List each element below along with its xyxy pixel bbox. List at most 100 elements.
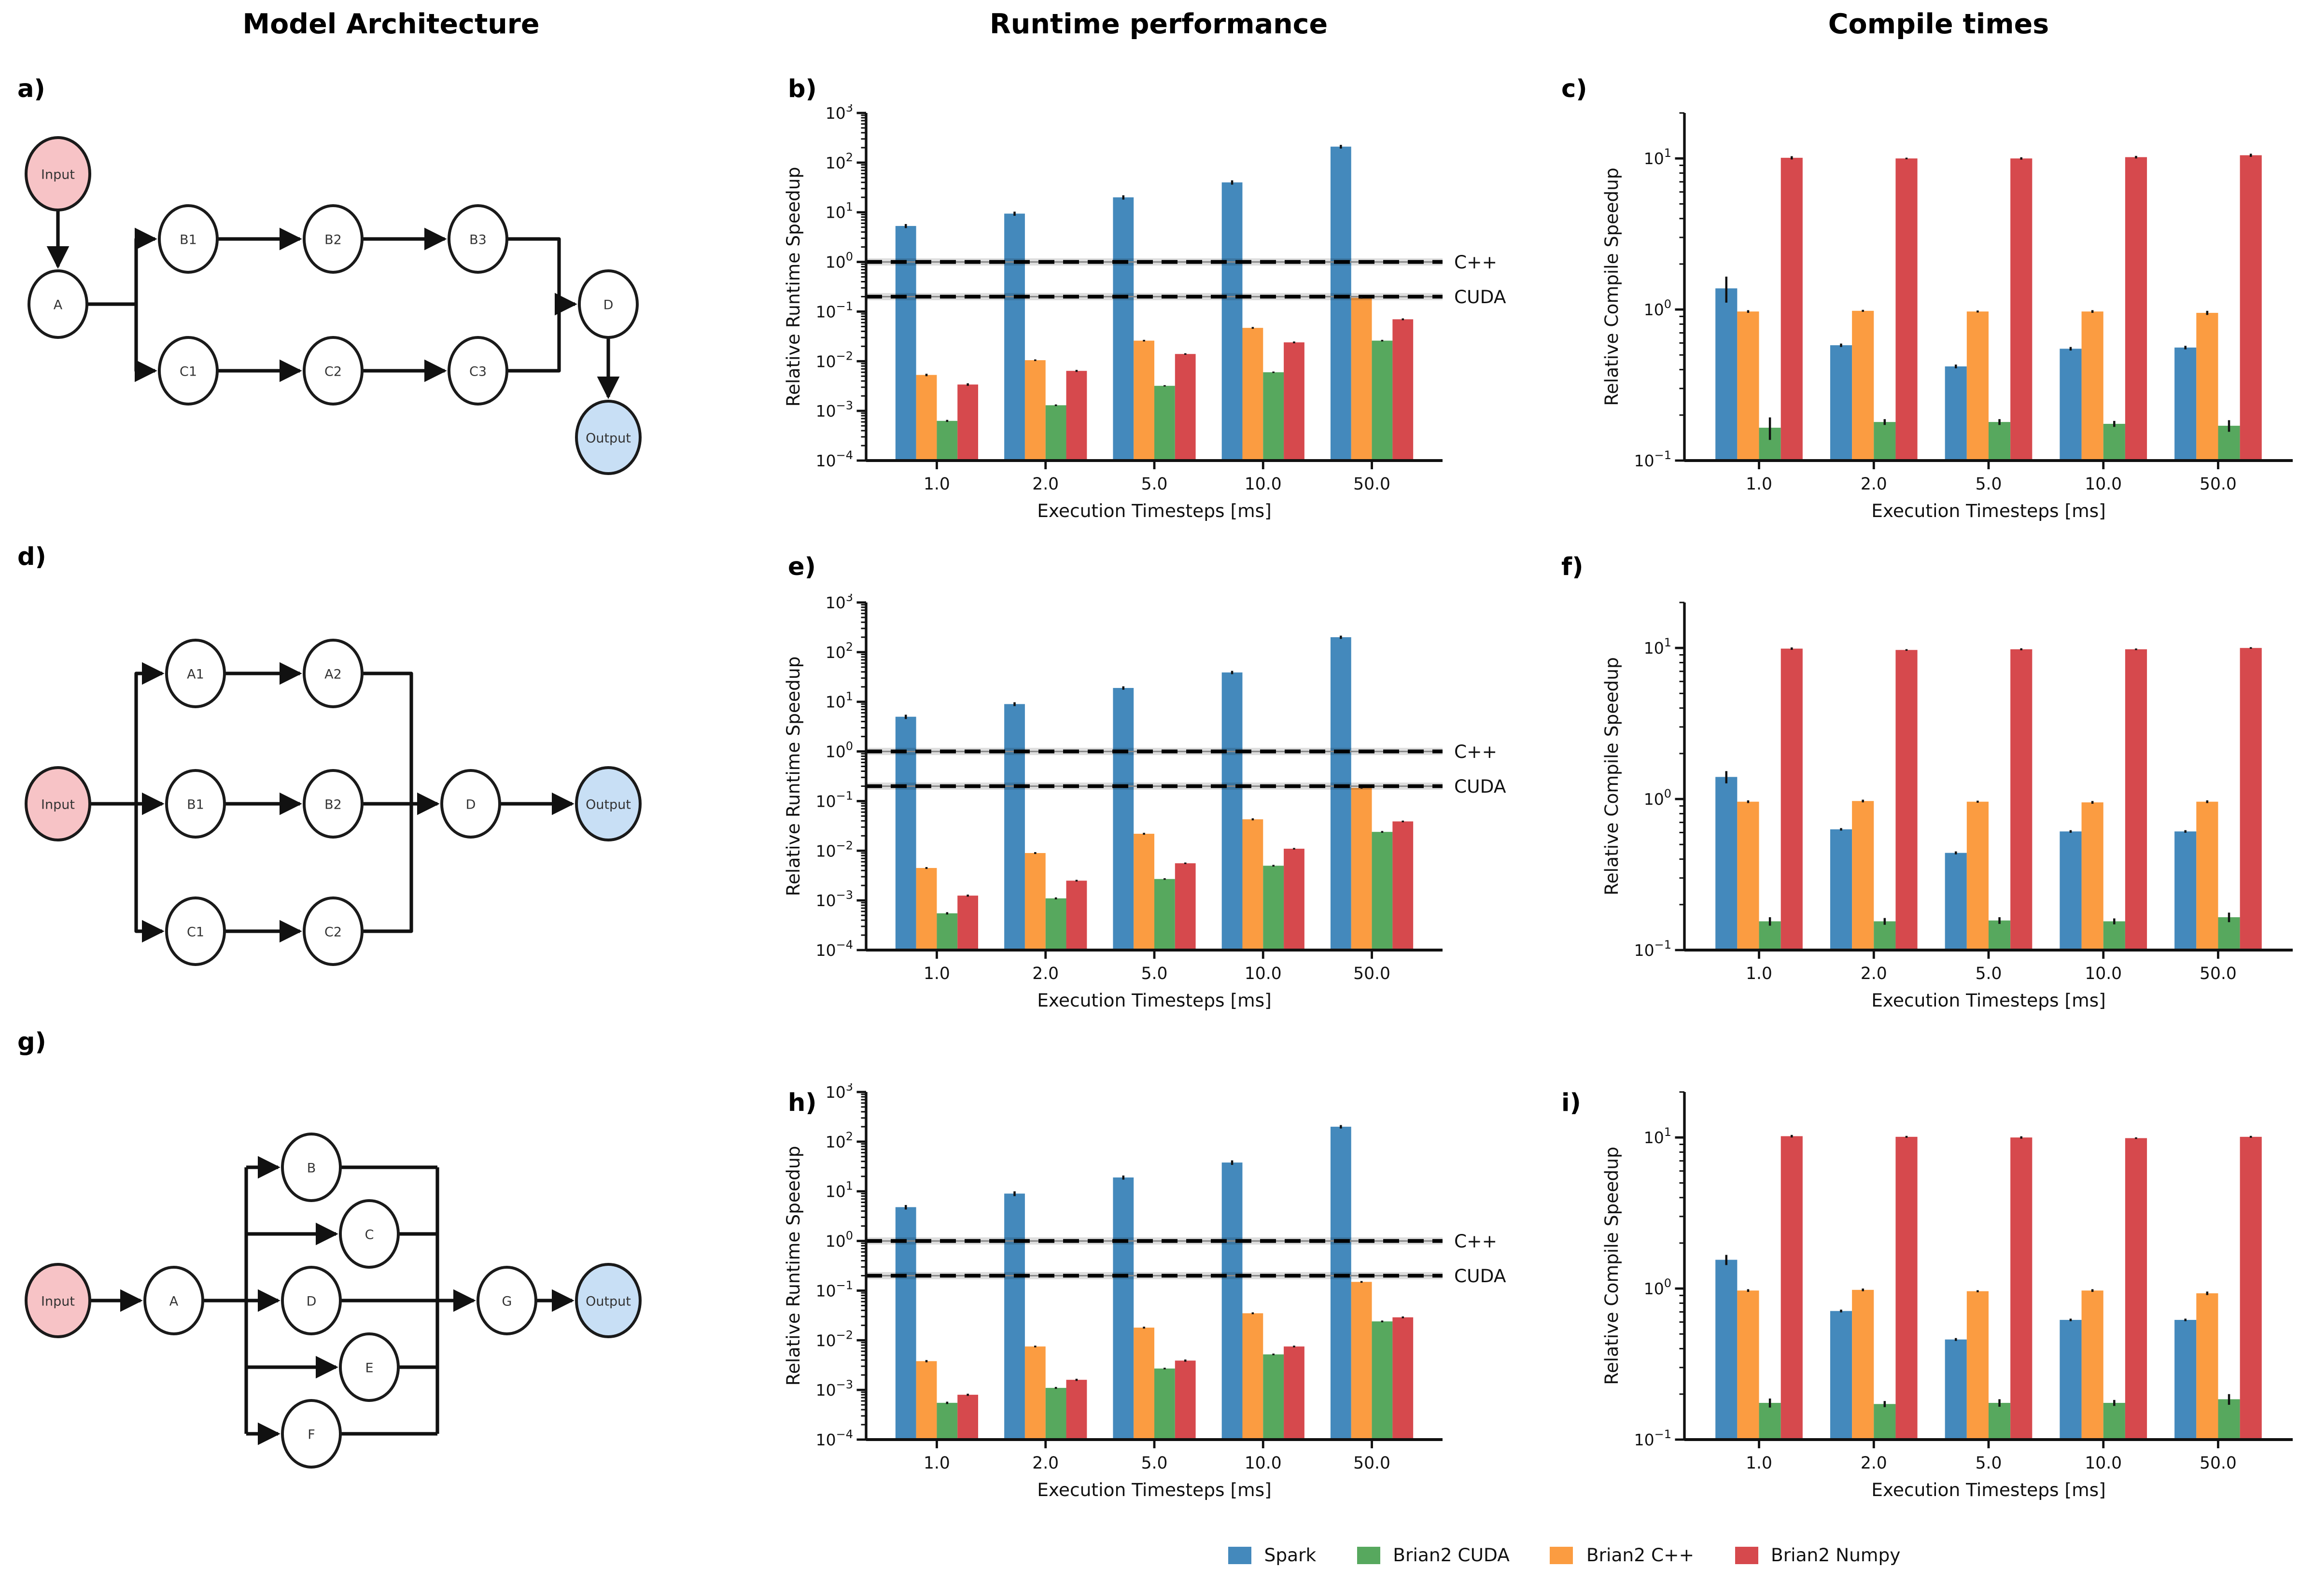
bar-brian2_numpy-2.0 — [1895, 650, 1918, 950]
y-tick-label: 10−3 — [816, 1378, 853, 1400]
panel-label-i: i) — [1561, 1089, 1581, 1118]
bar-spark-1.0 — [1715, 777, 1738, 950]
bar-brian2_cpp-10.0 — [1242, 1313, 1263, 1440]
y-tick-label: 103 — [826, 104, 853, 123]
y-tick-label: 10−4 — [816, 448, 853, 470]
bar-brian2_cuda-5.0 — [1989, 1402, 2011, 1440]
y-tick-label: 10−3 — [816, 399, 853, 420]
x-axis-label: Execution Timesteps [ms] — [1037, 1479, 1272, 1500]
y-tick-label: 101 — [1644, 636, 1671, 658]
legend-item-brian2-numpy: Brian2 Numpy — [1735, 1544, 1900, 1566]
x-tick-label: 1.0 — [924, 475, 950, 494]
x-tick-label: 10.0 — [2085, 964, 2122, 983]
node-g — [477, 1266, 537, 1335]
node-label: Input — [41, 1294, 75, 1309]
y-tick-label: 101 — [826, 1179, 853, 1201]
y-tick-label: 10−1 — [1634, 448, 1671, 470]
x-tick-label: 5.0 — [1141, 964, 1168, 983]
y-axis-label: Relative Runtime Speedup — [783, 167, 804, 407]
bar-spark-2.0 — [1830, 345, 1852, 461]
bar-spark-5.0 — [1113, 197, 1134, 461]
bar-brian2_numpy-1.0 — [1780, 648, 1803, 950]
node-label: B1 — [180, 233, 197, 248]
bar-brian2_numpy-50.0 — [1392, 1317, 1414, 1440]
bar-spark-5.0 — [1113, 688, 1134, 950]
y-tick-label: 10−1 — [816, 789, 853, 811]
panel-label-g: g) — [17, 1028, 46, 1057]
ref-line-label-CUDA: CUDA — [1454, 286, 1506, 308]
edge-a2-d — [362, 672, 413, 804]
bar-brian2_cuda-5.0 — [1154, 879, 1175, 950]
diagram-a-nodes — [25, 136, 642, 475]
node-c3 — [448, 336, 508, 406]
bar-spark-1.0 — [895, 226, 916, 461]
x-tick-label: 50.0 — [1353, 475, 1390, 494]
bars-group — [895, 146, 1414, 461]
bar-spark-10.0 — [1221, 672, 1243, 950]
bar-brian2_cpp-1.0 — [916, 868, 937, 950]
bar-brian2_cuda-2.0 — [1045, 898, 1066, 950]
bar-spark-10.0 — [1221, 1162, 1243, 1440]
bar-brian2_cpp-50.0 — [1351, 297, 1372, 461]
x-axis-label: Execution Timesteps [ms] — [1871, 500, 2106, 521]
x-tick-label: 5.0 — [1976, 964, 2002, 983]
bar-brian2_cuda-50.0 — [1372, 1321, 1393, 1440]
bar-brian2_numpy-10.0 — [2125, 157, 2147, 461]
x-tick-label: 5.0 — [1976, 1454, 2002, 1473]
node-a2 — [303, 639, 364, 708]
y-tick-label: 101 — [1644, 146, 1671, 168]
diagram-a-edges — [46, 210, 620, 399]
y-tick-label: 10−2 — [816, 839, 853, 860]
x-tick-label: 2.0 — [1861, 964, 1887, 983]
bars-group — [895, 637, 1414, 950]
edge-c2-d — [362, 804, 413, 933]
y-tick-label: 101 — [826, 690, 853, 712]
x-tick-label: 10.0 — [2085, 475, 2122, 494]
y-tick-label: 10−2 — [816, 1328, 853, 1350]
node-input — [25, 766, 91, 841]
bar-brian2_cpp-10.0 — [2081, 802, 2103, 950]
bar-spark-50.0 — [1330, 637, 1351, 950]
node-input — [25, 136, 91, 211]
bar-brian2_cuda-10.0 — [1263, 372, 1284, 461]
column-title-runtime-performance: Runtime performance — [989, 9, 1328, 41]
bar-brian2_cuda-2.0 — [1045, 1387, 1066, 1440]
bar-spark-50.0 — [2174, 831, 2197, 950]
node-label: Input — [41, 168, 75, 182]
bar-spark-2.0 — [1830, 829, 1852, 950]
bar-spark-1.0 — [1715, 1260, 1738, 1440]
architecture-diagram-d: Input A1 A2 B1 B2 C1 C2 D Output — [25, 639, 642, 966]
architecture-diagram-g: Input A B C D E F G Output — [25, 1133, 642, 1469]
error-bars — [904, 145, 1404, 422]
node-b — [281, 1133, 342, 1202]
y-tick-label: 102 — [826, 1130, 853, 1151]
node-label: C2 — [324, 364, 342, 379]
ref-line-label-C++: C++ — [1454, 741, 1497, 762]
bar-brian2_cpp-50.0 — [1351, 1282, 1372, 1440]
node-b1 — [165, 769, 226, 839]
node-label: B3 — [469, 233, 487, 248]
error-bars — [904, 1125, 1404, 1404]
bar-brian2_cuda-1.0 — [1759, 1402, 1781, 1440]
node-label: B2 — [324, 233, 342, 248]
bar-brian2_cpp-5.0 — [1134, 1328, 1154, 1440]
node-label: A — [54, 298, 63, 313]
node-d — [578, 269, 639, 339]
bar-brian2_cuda-10.0 — [1263, 866, 1284, 950]
x-tick-label: 50.0 — [2200, 1454, 2237, 1473]
x-tick-label: 5.0 — [1141, 1454, 1168, 1473]
bar-brian2_numpy-2.0 — [1895, 158, 1918, 461]
bar-spark-50.0 — [2174, 1320, 2197, 1440]
diagram-g-edges — [90, 1156, 575, 1445]
y-tick-label: 10−2 — [816, 349, 853, 371]
y-tick-label: 10−1 — [816, 299, 853, 321]
